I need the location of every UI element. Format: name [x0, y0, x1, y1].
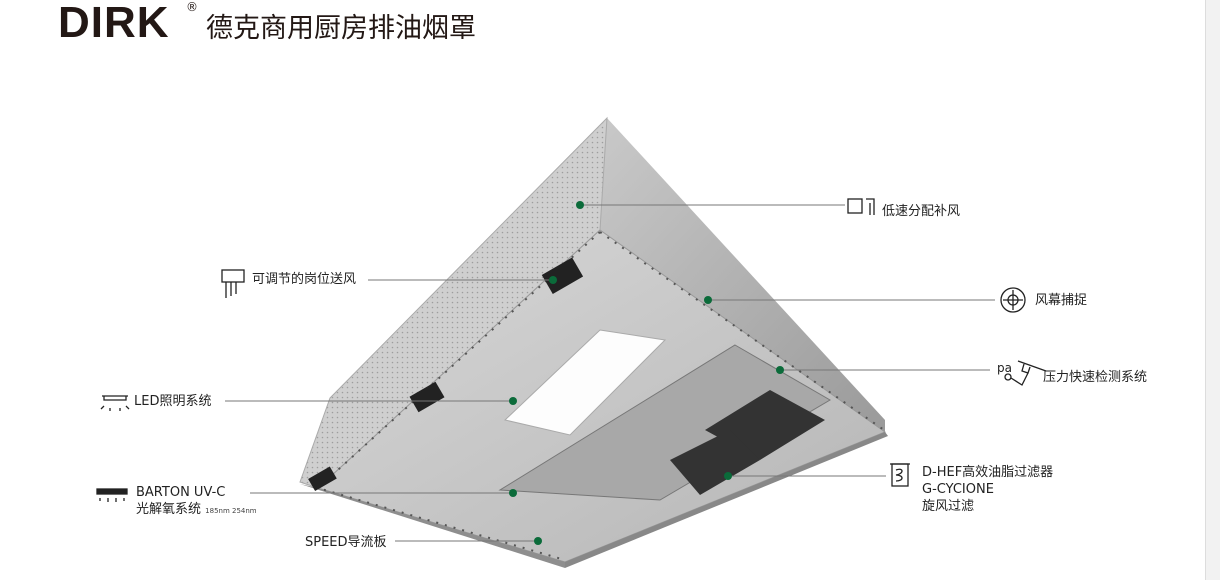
air-outlet-3: [308, 466, 337, 492]
air-curtain-icon: [1000, 287, 1026, 313]
label-uv-line1: BARTON UV-C: [136, 485, 226, 500]
label-pressure-detect: 压力快速检测系统: [1043, 370, 1148, 385]
supply-air-icon: [847, 198, 875, 215]
filter-housing: [498, 344, 831, 501]
led-light-panel: [503, 329, 667, 436]
marker-pressure: [776, 366, 784, 374]
led-light-icon: [100, 395, 130, 411]
label-filter-line2: G-CYCIONE: [922, 482, 994, 497]
air-outlet-2: [409, 381, 445, 413]
label-speed: SPEED导流板: [305, 535, 387, 550]
marker-filter: [724, 472, 732, 480]
page-title: 德克商用厨房排油烟罩: [206, 13, 476, 44]
pressure-unit-label: pa: [997, 361, 1012, 375]
brand-logo: DIRK: [58, 0, 170, 47]
uv-lamp-icon: [96, 488, 128, 502]
marker-uv: [509, 489, 517, 497]
filter-cyclone-icon: [890, 463, 910, 487]
hood-left-perforated-panel: [299, 116, 608, 489]
label-air-curtain: 风幕捕捉: [1035, 293, 1088, 308]
hood-right-panel: [600, 118, 885, 432]
marker-adjustable-air: [549, 276, 557, 284]
pressure-sensor-icon: [1004, 360, 1047, 386]
hood-bottom-lip: [300, 484, 565, 568]
adjustable-air-icon: [221, 269, 245, 298]
marker-low-speed-air: [576, 201, 584, 209]
marker-speed: [534, 537, 542, 545]
label-filter-line1: D-HEF高效油脂过滤器: [922, 465, 1054, 480]
leader-lines: [225, 204, 995, 542]
label-low-speed-air: 低速分配补风: [882, 204, 961, 219]
label-uv-wavelengths: 185nm 254nm: [205, 507, 257, 515]
registered-mark: ®: [186, 0, 198, 14]
grease-filter-2: [670, 430, 760, 495]
marker-air-curtain: [704, 296, 712, 304]
label-filter-line3: 旋风过滤: [922, 499, 975, 514]
adjustable-air-outlet: [541, 257, 584, 295]
label-led: LED照明系统: [134, 394, 212, 409]
label-uv: BARTON UV-C 光解氧系统 185nm 254nm: [136, 484, 257, 520]
marker-led: [509, 397, 517, 405]
hood-front-lip: [565, 432, 888, 568]
right-edge-bar: [1205, 0, 1220, 580]
label-adjustable-air: 可调节的岗位送风: [252, 272, 357, 287]
label-filter: D-HEF高效油脂过滤器 G-CYCIONE 旋风过滤: [922, 464, 1053, 515]
label-uv-line2: 光解氧系统: [136, 502, 202, 517]
